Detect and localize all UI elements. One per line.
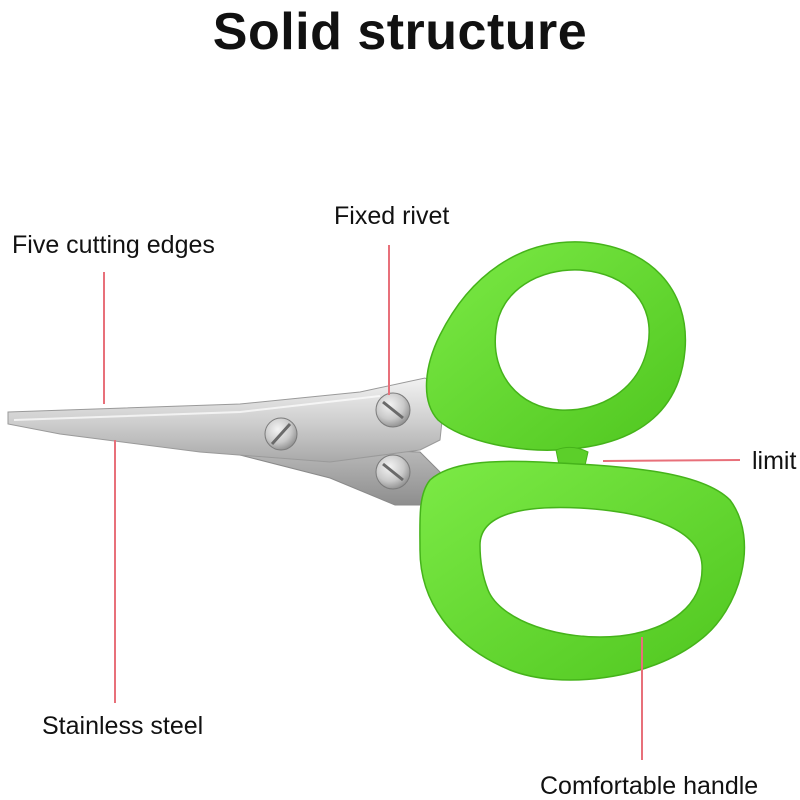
upper-handle xyxy=(425,241,687,451)
upper-blade xyxy=(7,377,446,463)
cutting-edge-line xyxy=(13,395,381,421)
page-title: Solid structure xyxy=(212,3,588,61)
label-five-cutting-edges: Five cutting edges xyxy=(12,231,215,259)
fixed-rivet-lower xyxy=(375,454,411,490)
label-fixed-rivet: Fixed rivet xyxy=(334,202,450,230)
leader-limit xyxy=(602,459,741,462)
label-limit: limit xyxy=(752,447,797,475)
lower-handle xyxy=(419,460,746,681)
label-stainless-steel: Stainless steel xyxy=(42,712,204,740)
fixed-rivet-upper xyxy=(375,392,411,428)
fixed-rivet-middle xyxy=(264,417,298,451)
label-comfortable-handle: Comfortable handle xyxy=(540,772,759,800)
